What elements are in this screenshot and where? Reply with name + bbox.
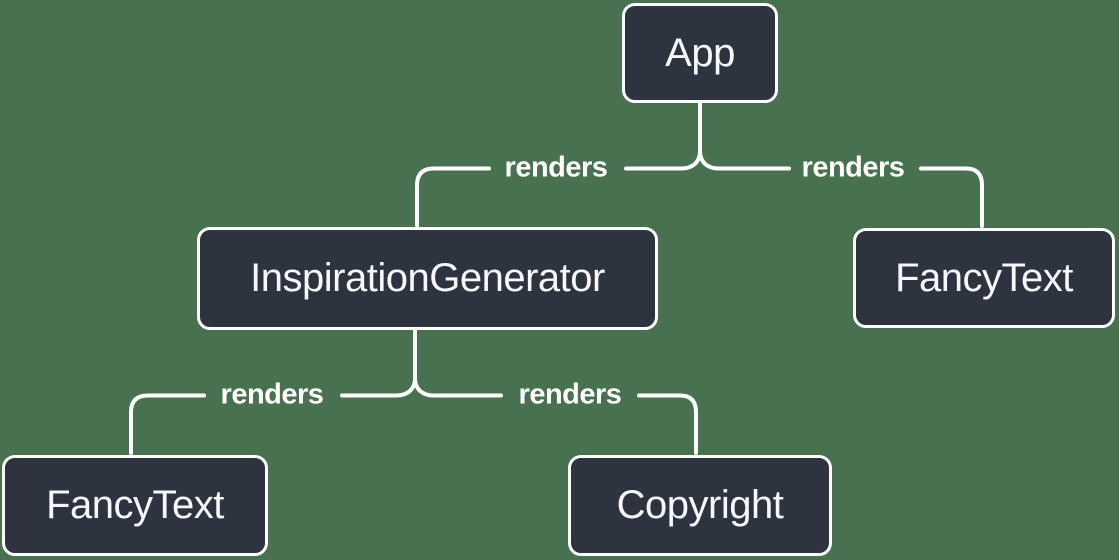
edge-label-inspirationgenerator-copyright: renders (518, 378, 622, 411)
node-inspiration-generator-label: InspirationGenerator (250, 256, 605, 300)
node-copyright-label: Copyright (616, 483, 784, 527)
node-copyright: Copyright (568, 455, 832, 556)
edge-label-app-inspirationgenerator: renders (504, 151, 608, 184)
node-app: App (622, 3, 778, 103)
edge-label-app-fancytext: renders (801, 151, 905, 184)
node-fancy-text-right-label: FancyText (895, 255, 1073, 300)
node-app-label: App (665, 30, 735, 75)
node-fancy-text-left-label: FancyText (46, 483, 224, 527)
node-inspiration-generator: InspirationGenerator (197, 227, 658, 330)
edge-inspirationgenerator-to-copyright-line (413, 328, 698, 455)
edge-label-inspirationgenerator-fancytext: renders (220, 378, 324, 411)
node-fancy-text-right: FancyText (853, 228, 1115, 328)
edge-app-to-fancytext-line (698, 101, 984, 228)
node-fancy-text-left: FancyText (2, 455, 268, 556)
